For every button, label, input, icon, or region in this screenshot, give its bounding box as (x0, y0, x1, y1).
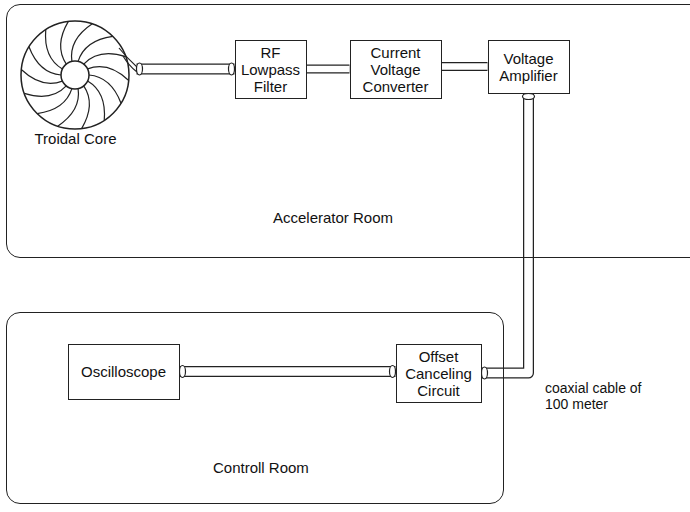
process-box: RF Lowpass Filter (235, 40, 307, 99)
process-box: Voltage Amplifier (488, 40, 570, 94)
core-winding (71, 23, 92, 61)
core-winding (21, 69, 62, 83)
coaxial-cable (482, 94, 529, 374)
part-label: Troidal Core (15, 130, 137, 147)
cable-end (137, 63, 143, 75)
cable-inner (137, 65, 235, 74)
cable-group (137, 69, 235, 70)
cable-group (442, 66, 488, 67)
room-region: Troidal Core RF Lowpass Filter Current Vol… (6, 4, 690, 258)
winding-lead (123, 56, 137, 72)
core-winding (37, 88, 72, 113)
cable-label: coaxial cable of 100 meter (545, 380, 649, 412)
core-winding (83, 53, 125, 63)
core-winding (28, 46, 60, 74)
cable-inner (307, 66, 350, 73)
cable-group (180, 371, 396, 372)
room-label: Accelerator Room (273, 209, 393, 226)
box-label: Offset Canceling Circuit (400, 348, 478, 399)
room-label: Controll Room (213, 459, 309, 476)
core-winding (57, 88, 78, 126)
cable-inner (482, 94, 529, 374)
core-winding (60, 21, 68, 64)
coaxial-cable (137, 64, 235, 75)
core-winding (87, 66, 128, 80)
core-winding (81, 85, 89, 128)
core-winding (78, 36, 113, 61)
cable-end (482, 367, 488, 379)
cable-end (523, 94, 535, 100)
cable-inner (442, 63, 488, 70)
wire-pair (307, 65, 350, 74)
core-winding (89, 75, 121, 103)
toroidal-core: Troidal Core (15, 12, 137, 148)
room-region: Oscilloscope Offset Canceling CircuitCont… (6, 312, 504, 504)
core-outer (21, 21, 129, 129)
coaxial-cable (180, 366, 396, 377)
core-winding (87, 81, 104, 120)
cable-group (482, 94, 529, 374)
core-inner (61, 61, 89, 89)
box-label: RF Lowpass Filter (239, 44, 303, 95)
core-winding (24, 85, 66, 95)
core-winding (45, 29, 62, 68)
cable-group (307, 69, 350, 70)
process-box: Current Voltage Converter (350, 40, 442, 99)
box-label: Voltage Amplifier (492, 50, 566, 84)
box-label: Oscilloscope (81, 363, 166, 380)
process-box: Offset Canceling Circuit (396, 344, 482, 403)
wire-pair (442, 62, 488, 71)
process-box: Oscilloscope (68, 344, 180, 400)
cable-end (180, 366, 186, 378)
cable-inner (180, 367, 396, 376)
toroid-illustration (15, 12, 137, 148)
box-label: Current Voltage Converter (354, 44, 438, 95)
